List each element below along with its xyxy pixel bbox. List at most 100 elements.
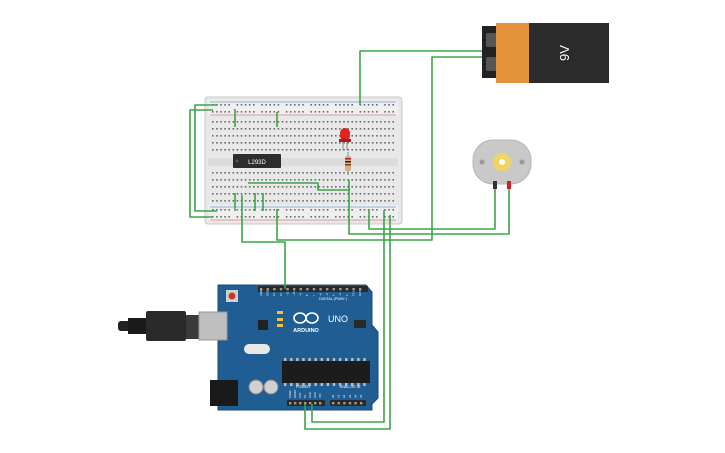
breadboard-hole[interactable] bbox=[351, 149, 353, 151]
breadboard-hole[interactable] bbox=[371, 179, 374, 181]
breadboard-hole[interactable] bbox=[326, 209, 329, 211]
wire-battery-negative[interactable] bbox=[276, 56, 482, 241]
breadboard-hole[interactable] bbox=[294, 142, 296, 144]
breadboard-hole[interactable] bbox=[257, 121, 259, 123]
breadboard-hole[interactable] bbox=[224, 200, 226, 202]
breadboard-hole[interactable] bbox=[294, 216, 296, 218]
breadboard-hole[interactable] bbox=[376, 135, 378, 137]
breadboard-hole[interactable] bbox=[355, 121, 358, 123]
breadboard-hole[interactable] bbox=[351, 216, 353, 218]
breadboard-hole[interactable] bbox=[236, 179, 239, 181]
breadboard-hole[interactable] bbox=[355, 142, 358, 144]
breadboard-hole[interactable] bbox=[330, 200, 333, 202]
breadboard-hole[interactable] bbox=[248, 186, 251, 188]
breadboard-hole[interactable] bbox=[294, 209, 296, 211]
breadboard-hole[interactable] bbox=[289, 216, 292, 218]
breadboard-hole[interactable] bbox=[244, 142, 247, 144]
breadboard-hole[interactable] bbox=[355, 149, 358, 151]
breadboard-hole[interactable] bbox=[388, 104, 390, 106]
breadboard-hole[interactable] bbox=[281, 179, 284, 181]
breadboard-hole[interactable] bbox=[253, 128, 255, 130]
breadboard-hole[interactable] bbox=[253, 121, 255, 123]
breadboard-hole[interactable] bbox=[310, 111, 312, 113]
breadboard-hole[interactable] bbox=[314, 193, 317, 195]
breadboard-hole[interactable] bbox=[298, 186, 300, 188]
breadboard-hole[interactable] bbox=[376, 209, 378, 211]
breadboard-hole[interactable] bbox=[224, 121, 226, 123]
breadboard-hole[interactable] bbox=[232, 172, 235, 174]
breadboard-hole[interactable] bbox=[388, 135, 390, 137]
arduino-uno[interactable]: ARDUINO UNO DIGITAL (PWM~) POWER ANALOG … bbox=[118, 284, 379, 411]
breadboard-hole[interactable] bbox=[384, 193, 386, 195]
breadboard-hole[interactable] bbox=[363, 193, 366, 195]
breadboard-hole[interactable] bbox=[285, 135, 288, 137]
breadboard-hole[interactable] bbox=[277, 216, 280, 218]
breadboard-hole[interactable] bbox=[302, 128, 304, 130]
breadboard-hole[interactable] bbox=[281, 200, 284, 202]
breadboard-hole[interactable] bbox=[367, 128, 370, 130]
breadboard-hole[interactable] bbox=[269, 200, 271, 202]
header-pin[interactable] bbox=[345, 288, 349, 291]
breadboard-hole[interactable] bbox=[392, 104, 394, 106]
breadboard-hole[interactable] bbox=[339, 135, 341, 137]
breadboard-hole[interactable] bbox=[306, 179, 308, 181]
breadboard-hole[interactable] bbox=[335, 149, 337, 151]
breadboard-hole[interactable] bbox=[289, 142, 292, 144]
breadboard-hole[interactable] bbox=[306, 135, 308, 137]
breadboard-hole[interactable] bbox=[363, 121, 366, 123]
breadboard-hole[interactable] bbox=[265, 135, 267, 137]
breadboard-hole[interactable] bbox=[392, 111, 394, 113]
breadboard-hole[interactable] bbox=[306, 193, 308, 195]
breadboard-hole[interactable] bbox=[212, 179, 214, 181]
wire-battery-positive[interactable] bbox=[359, 50, 482, 105]
breadboard-hole[interactable] bbox=[392, 128, 394, 130]
breadboard-hole[interactable] bbox=[384, 179, 386, 181]
breadboard-hole[interactable] bbox=[359, 149, 362, 151]
breadboard-hole[interactable] bbox=[363, 149, 366, 151]
breadboard-hole[interactable] bbox=[253, 193, 255, 195]
breadboard-hole[interactable] bbox=[216, 135, 218, 137]
wire-left-rail-loop-1[interactable] bbox=[194, 104, 217, 212]
breadboard-hole[interactable] bbox=[339, 179, 341, 181]
breadboard-hole[interactable] bbox=[388, 149, 390, 151]
breadboard-hole[interactable] bbox=[302, 179, 304, 181]
breadboard-hole[interactable] bbox=[306, 186, 308, 188]
breadboard-hole[interactable] bbox=[367, 142, 370, 144]
breadboard-hole[interactable] bbox=[294, 193, 296, 195]
breadboard-hole[interactable] bbox=[343, 111, 345, 113]
breadboard-hole[interactable] bbox=[265, 149, 267, 151]
breadboard-hole[interactable] bbox=[248, 128, 251, 130]
breadboard-hole[interactable] bbox=[257, 186, 259, 188]
breadboard-hole[interactable] bbox=[224, 216, 226, 218]
breadboard-hole[interactable] bbox=[212, 209, 214, 211]
header-pin[interactable] bbox=[339, 288, 342, 291]
wire-motor-terminal-1[interactable] bbox=[368, 189, 496, 230]
wire-pin-to-arduino-1[interactable] bbox=[241, 195, 286, 289]
breadboard-hole[interactable] bbox=[212, 149, 214, 151]
breadboard-hole[interactable] bbox=[343, 104, 345, 106]
breadboard-hole[interactable] bbox=[298, 104, 300, 106]
breadboard-hole[interactable] bbox=[306, 149, 308, 151]
breadboard-hole[interactable] bbox=[285, 209, 288, 211]
breadboard-hole[interactable] bbox=[244, 186, 247, 188]
breadboard-hole[interactable] bbox=[347, 193, 349, 195]
breadboard-hole[interactable] bbox=[261, 135, 263, 137]
breadboard-hole[interactable] bbox=[318, 179, 321, 181]
breadboard-hole[interactable] bbox=[273, 179, 276, 181]
breadboard-hole[interactable] bbox=[384, 142, 386, 144]
breadboard-hole[interactable] bbox=[269, 104, 271, 106]
breadboard-hole[interactable] bbox=[240, 121, 243, 123]
breadboard-hole[interactable] bbox=[314, 149, 317, 151]
breadboard-hole[interactable] bbox=[224, 149, 226, 151]
breadboard-hole[interactable] bbox=[236, 193, 239, 195]
breadboard-hole[interactable] bbox=[384, 135, 386, 137]
breadboard-hole[interactable] bbox=[388, 186, 390, 188]
breadboard-hole[interactable] bbox=[240, 135, 243, 137]
breadboard-hole[interactable] bbox=[355, 200, 358, 202]
breadboard-hole[interactable] bbox=[257, 142, 259, 144]
breadboard-hole[interactable] bbox=[314, 186, 317, 188]
breadboard-hole[interactable] bbox=[367, 193, 370, 195]
reset-button[interactable] bbox=[228, 292, 236, 300]
breadboard-hole[interactable] bbox=[273, 121, 276, 123]
breadboard-hole[interactable] bbox=[355, 179, 358, 181]
